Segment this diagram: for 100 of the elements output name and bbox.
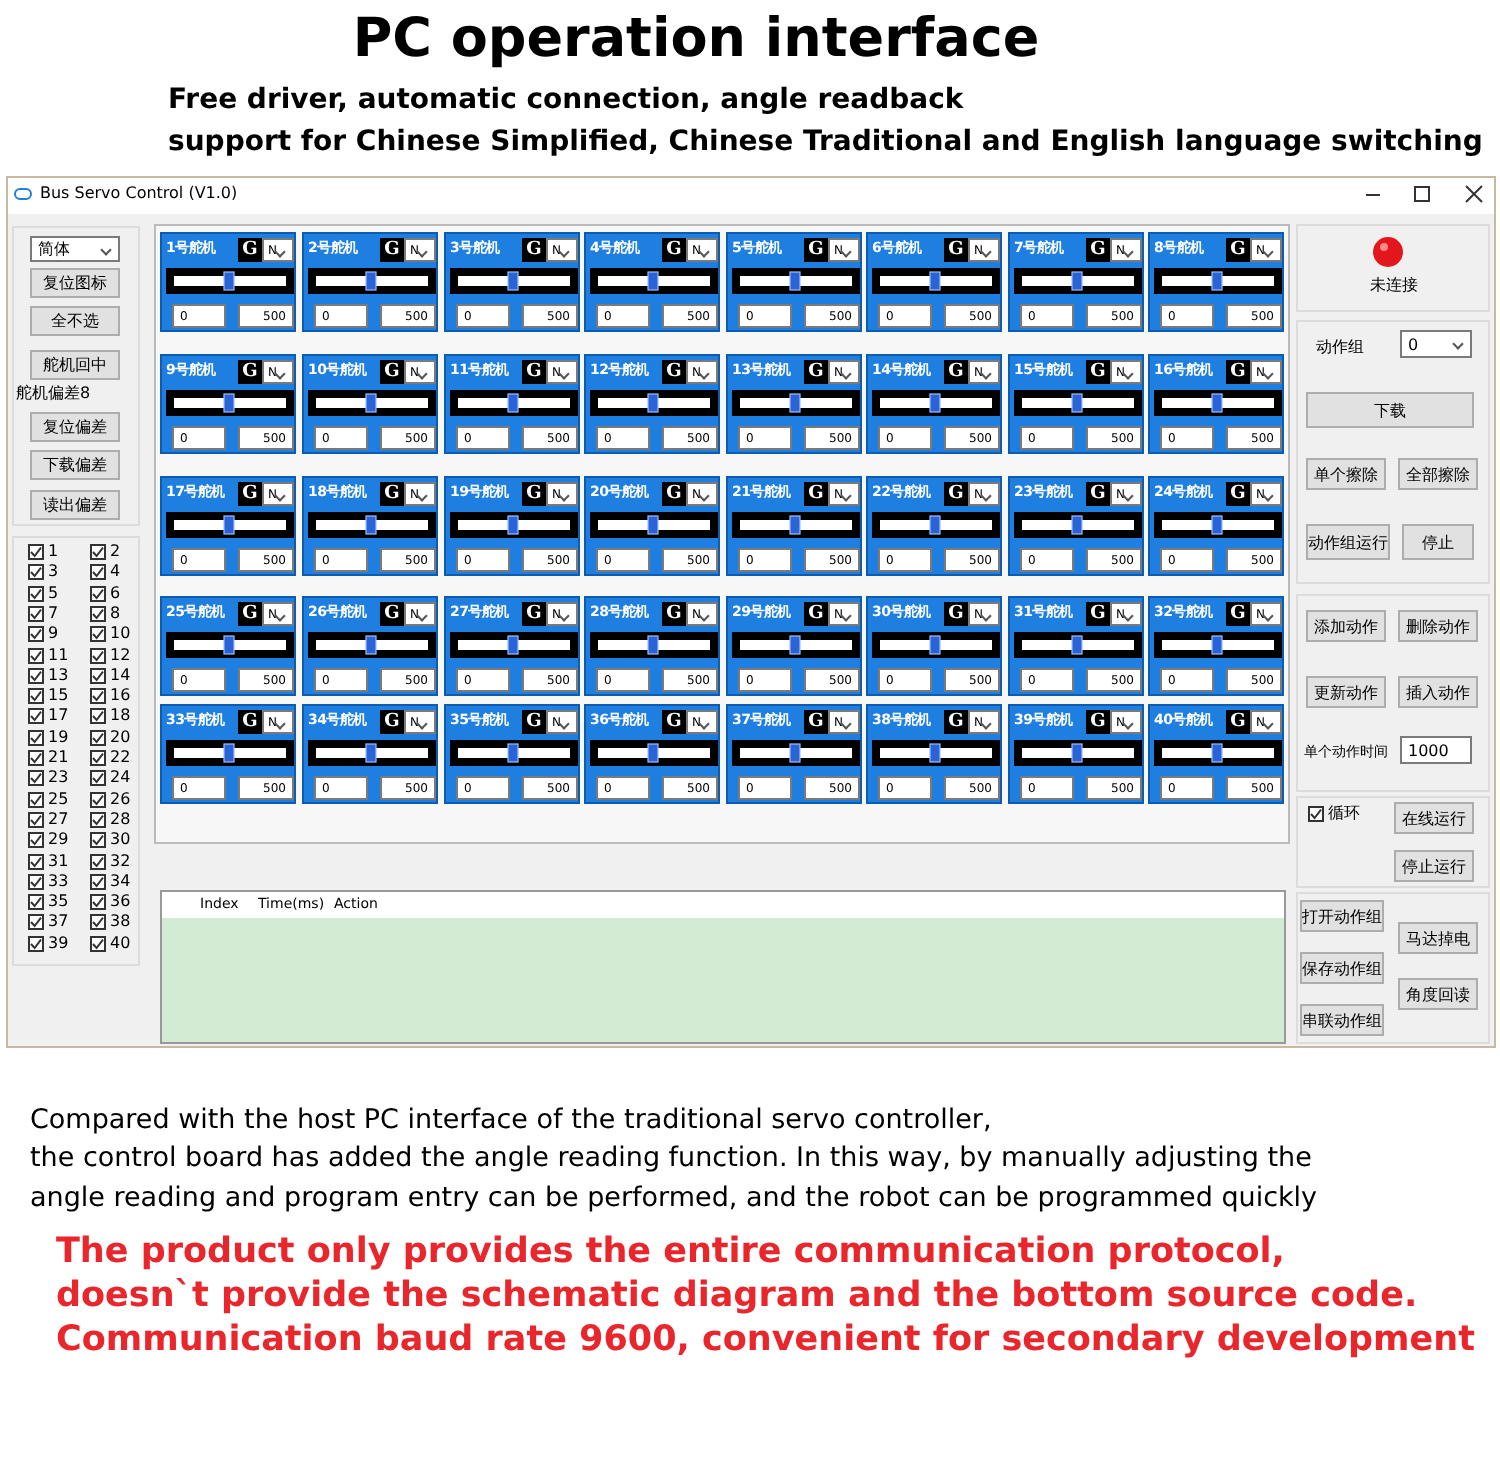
- servo-panel: [726, 232, 862, 332]
- mode-toggle: G: [944, 238, 968, 262]
- mode-toggle: G: [1086, 238, 1110, 262]
- servo-panel: [866, 232, 1002, 332]
- servo-panel: [584, 232, 720, 332]
- checkbox-label: 37: [48, 914, 69, 931]
- checkbox-label: 9: [48, 626, 59, 643]
- checkbox-label: 8: [110, 605, 121, 622]
- servo-panel: [1148, 354, 1284, 454]
- mode-toggle: G: [522, 482, 546, 506]
- mode-toggle: G: [1226, 238, 1250, 262]
- servo-panel: [444, 232, 580, 332]
- checkbox-label: 11: [48, 647, 69, 663]
- button: 打开动作组: [1300, 900, 1384, 932]
- servo-panel: [726, 704, 862, 804]
- checkbox-label: 3: [48, 564, 59, 581]
- checkbox-label: 31: [48, 853, 69, 869]
- mode-toggle: G: [1226, 710, 1250, 734]
- button: 保存动作组: [1300, 952, 1384, 984]
- checkbox-label: 36: [110, 894, 131, 911]
- mode-toggle: G: [944, 482, 968, 506]
- servo-panel: [584, 354, 720, 454]
- button: 停止运行: [1394, 850, 1474, 882]
- servo-panel: [584, 476, 720, 576]
- servo-panel: [302, 476, 438, 576]
- mode-toggle: G: [522, 602, 546, 626]
- button: 停止: [1402, 524, 1474, 560]
- button: 全不选: [30, 306, 120, 336]
- subtitle: support for Chinese Simplified, Chinese Traditional and English language switching: [168, 128, 1483, 156]
- mode-toggle: G: [380, 238, 404, 262]
- checkbox-label: 22: [110, 750, 131, 766]
- checkbox-label: 33: [48, 873, 69, 890]
- checkbox-label: 24: [110, 770, 131, 787]
- mode-toggle: G: [522, 360, 546, 384]
- mode-toggle: G: [1086, 482, 1110, 506]
- servo-panel: [444, 476, 580, 576]
- mode-toggle: G: [1226, 360, 1250, 384]
- servo-panel: [160, 704, 296, 804]
- servo-panel: [1008, 704, 1144, 804]
- servo-panel: [584, 704, 720, 804]
- checkbox-label: 18: [110, 708, 131, 725]
- button: 舵机回中: [30, 350, 120, 380]
- servo-panel: [444, 596, 580, 696]
- mode-toggle: G: [380, 482, 404, 506]
- servo-panel: [160, 354, 296, 454]
- mode-toggle: G: [662, 238, 686, 262]
- button: 动作组运行: [1306, 524, 1390, 560]
- mode-toggle: G: [804, 602, 828, 626]
- servo-panel: [302, 704, 438, 804]
- servo-panel: [302, 354, 438, 454]
- window-title: Bus Servo Control (V1.0): [40, 186, 238, 202]
- button: 在线运行: [1394, 802, 1474, 834]
- servo-panel: [302, 596, 438, 696]
- checkbox-label: 23: [48, 770, 69, 787]
- mode-toggle: G: [662, 482, 686, 506]
- checkbox-label: 2: [110, 544, 121, 560]
- page-title: PC operation interface: [350, 12, 1042, 66]
- mode-toggle: G: [944, 360, 968, 384]
- servo-panel: [726, 354, 862, 454]
- servo-panel: [1148, 232, 1284, 332]
- checkbox-label: 27: [48, 811, 69, 828]
- checkbox-label: 29: [48, 832, 69, 849]
- checkbox-label: 14: [110, 667, 131, 684]
- button: 删除动作: [1398, 610, 1478, 642]
- mode-toggle: G: [238, 360, 262, 384]
- checkbox-label: 6: [110, 585, 121, 602]
- description-text: Compared with the host PC interface of the traditional servo controller,: [30, 1108, 992, 1135]
- dropdown: 简体: [30, 236, 120, 262]
- mode-toggle: G: [662, 360, 686, 384]
- servo-panel: [160, 596, 296, 696]
- checkbox-label: 28: [110, 811, 131, 828]
- button: 下载偏差: [30, 450, 120, 480]
- checkbox-label: 15: [48, 688, 69, 705]
- checkbox-label: 20: [110, 729, 131, 746]
- subtitle: Free driver, automatic connection, angle readback: [168, 86, 964, 114]
- checkbox-label: 38: [110, 914, 131, 931]
- description-text: the control board has added the angle reading function. In this way, by manually adjusting the: [30, 1146, 1312, 1173]
- description-text: angle reading and program entry can be performed, and the robot can be programmed quickly: [30, 1186, 1318, 1213]
- checkbox-label: 10: [110, 626, 131, 643]
- mode-toggle: G: [944, 710, 968, 734]
- note-text: The product only provides the entire communication protocol,: [56, 1236, 1285, 1271]
- mode-toggle: G: [238, 602, 262, 626]
- mode-toggle: G: [522, 710, 546, 734]
- field-label: 动作组: [1316, 340, 1364, 356]
- servo-panel: [1148, 704, 1284, 804]
- button: 添加动作: [1306, 610, 1386, 642]
- button: 串联动作组: [1300, 1004, 1384, 1036]
- mode-toggle: G: [804, 710, 828, 734]
- button: 下载: [1306, 392, 1474, 428]
- servo-panel: [444, 704, 580, 804]
- button: 读出偏差: [30, 490, 120, 520]
- mode-toggle: G: [238, 238, 262, 262]
- servo-panel: [1148, 476, 1284, 576]
- checkbox-label: 34: [110, 873, 131, 890]
- servo-panel: [584, 596, 720, 696]
- mode-toggle: G: [238, 710, 262, 734]
- note-text: doesn`t provide the schematic diagram and the bottom source code.: [56, 1280, 1418, 1315]
- servo-panel: [444, 354, 580, 454]
- mode-toggle: G: [1086, 360, 1110, 384]
- servo-panel: [866, 476, 1002, 576]
